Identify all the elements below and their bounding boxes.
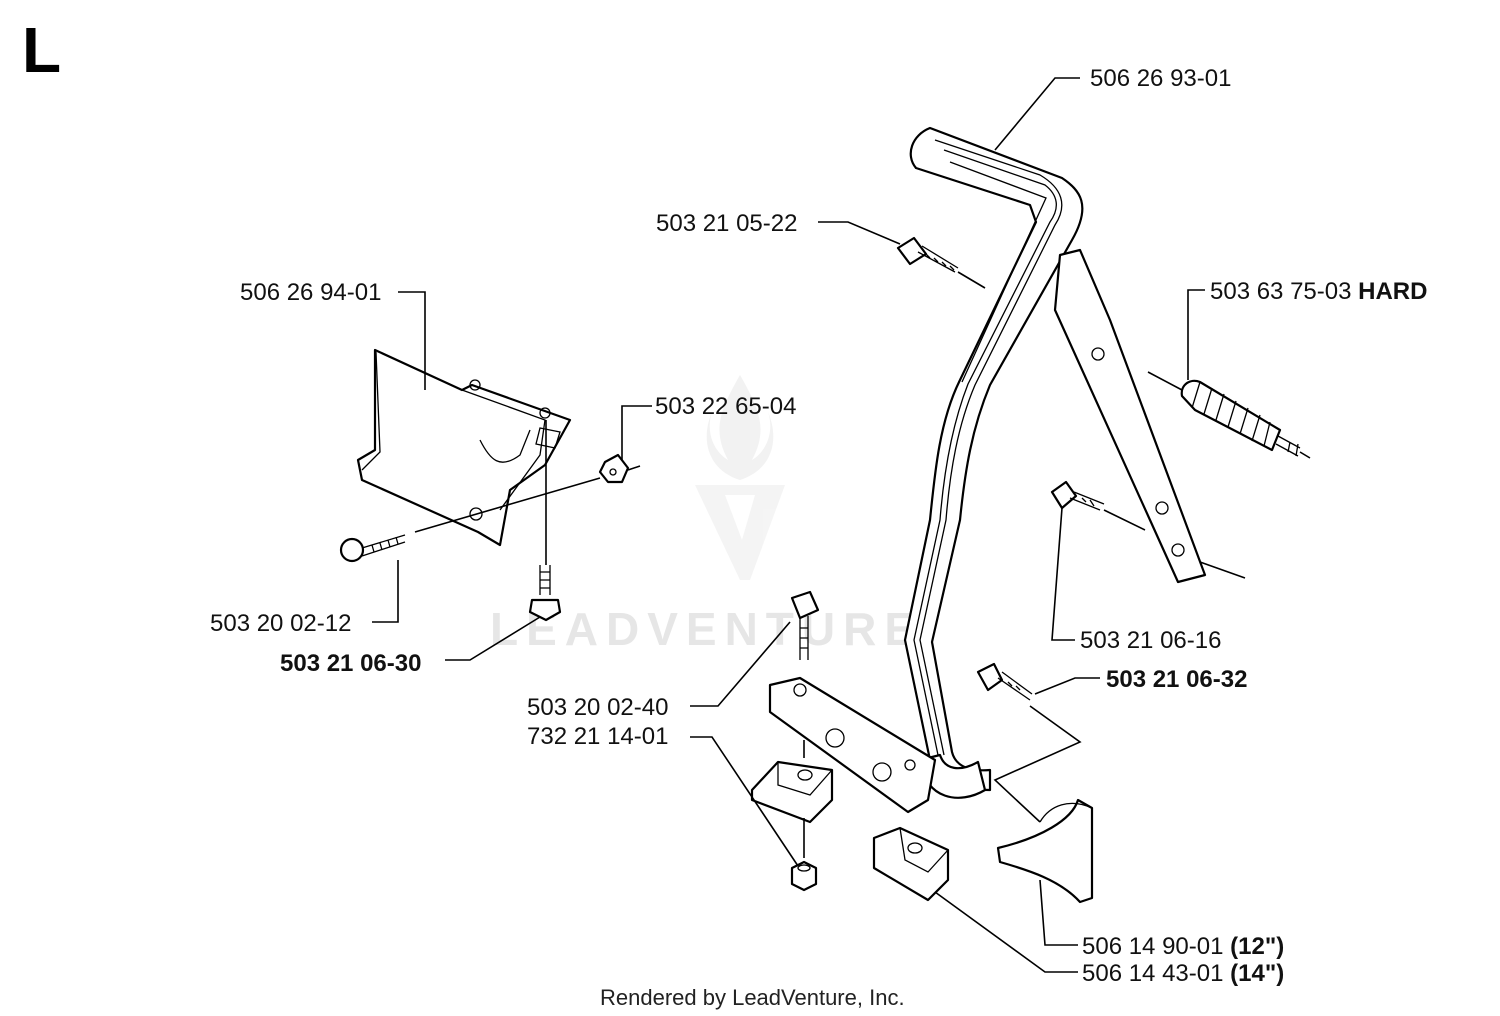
front-handle-part — [903, 126, 1207, 799]
label-503-21-06-16: 503 21 06-16 — [1080, 627, 1221, 654]
watermark-logo — [695, 375, 785, 580]
label-503-20-02-12: 503 20 02-12 — [210, 610, 351, 637]
screw-503-21-06-30 — [528, 565, 562, 622]
label-hard-suffix: HARD — [1358, 278, 1427, 305]
label-732-21-14-01: 732 21 14-01 — [527, 723, 668, 750]
nut-732-21-14-01 — [790, 860, 818, 892]
screw-503-21-06-32 — [976, 662, 1033, 701]
label-503-21-05-22: 503 21 05-22 — [656, 210, 797, 237]
screw-503-21-06-16 — [1050, 480, 1105, 511]
spike-cover-part — [996, 798, 1094, 904]
label-503-63-75-03: 503 63 75-03 HARD — [1210, 278, 1427, 305]
label-506-14-43-01: 506 14 43-01 (14") — [1082, 960, 1284, 987]
label-12-inch-suffix: (12") — [1230, 933, 1284, 960]
label-14-inch-suffix: (14") — [1230, 960, 1284, 987]
label-506-14-90-01: 506 14 90-01 (12") — [1082, 933, 1284, 960]
label-503-20-02-40: 503 20 02-40 — [527, 694, 668, 721]
spike-bumper-part — [356, 348, 572, 547]
label-503-22-65-04: 503 22 65-04 — [655, 393, 796, 420]
label-503-21-06-32: 503 21 06-32 — [1106, 666, 1247, 693]
nut-503-22-65-04 — [598, 453, 630, 484]
screw-503-20-02-40 — [790, 590, 820, 660]
section-letter: L — [22, 14, 61, 86]
footer-credit: Rendered by LeadVenture, Inc. — [600, 985, 905, 1010]
label-506-26-94-01: 506 26 94-01 — [240, 279, 381, 306]
leader-lines — [372, 77, 1311, 973]
label-506-26-93-01: 506 26 93-01 — [1090, 65, 1231, 92]
screw-503-20-02-12 — [339, 534, 406, 563]
rubber-block-right — [872, 826, 950, 902]
label-503-21-06-30: 503 21 06-30 — [280, 650, 421, 677]
lower-bracket-part — [768, 676, 937, 814]
screw-503-21-05-22 — [896, 236, 959, 273]
rubber-block-left — [750, 760, 834, 824]
spring-503-63-75-03 — [1180, 379, 1301, 457]
part-labels: 506 26 93-01 503 21 05-22 506 26 94-01 5… — [210, 65, 1427, 987]
